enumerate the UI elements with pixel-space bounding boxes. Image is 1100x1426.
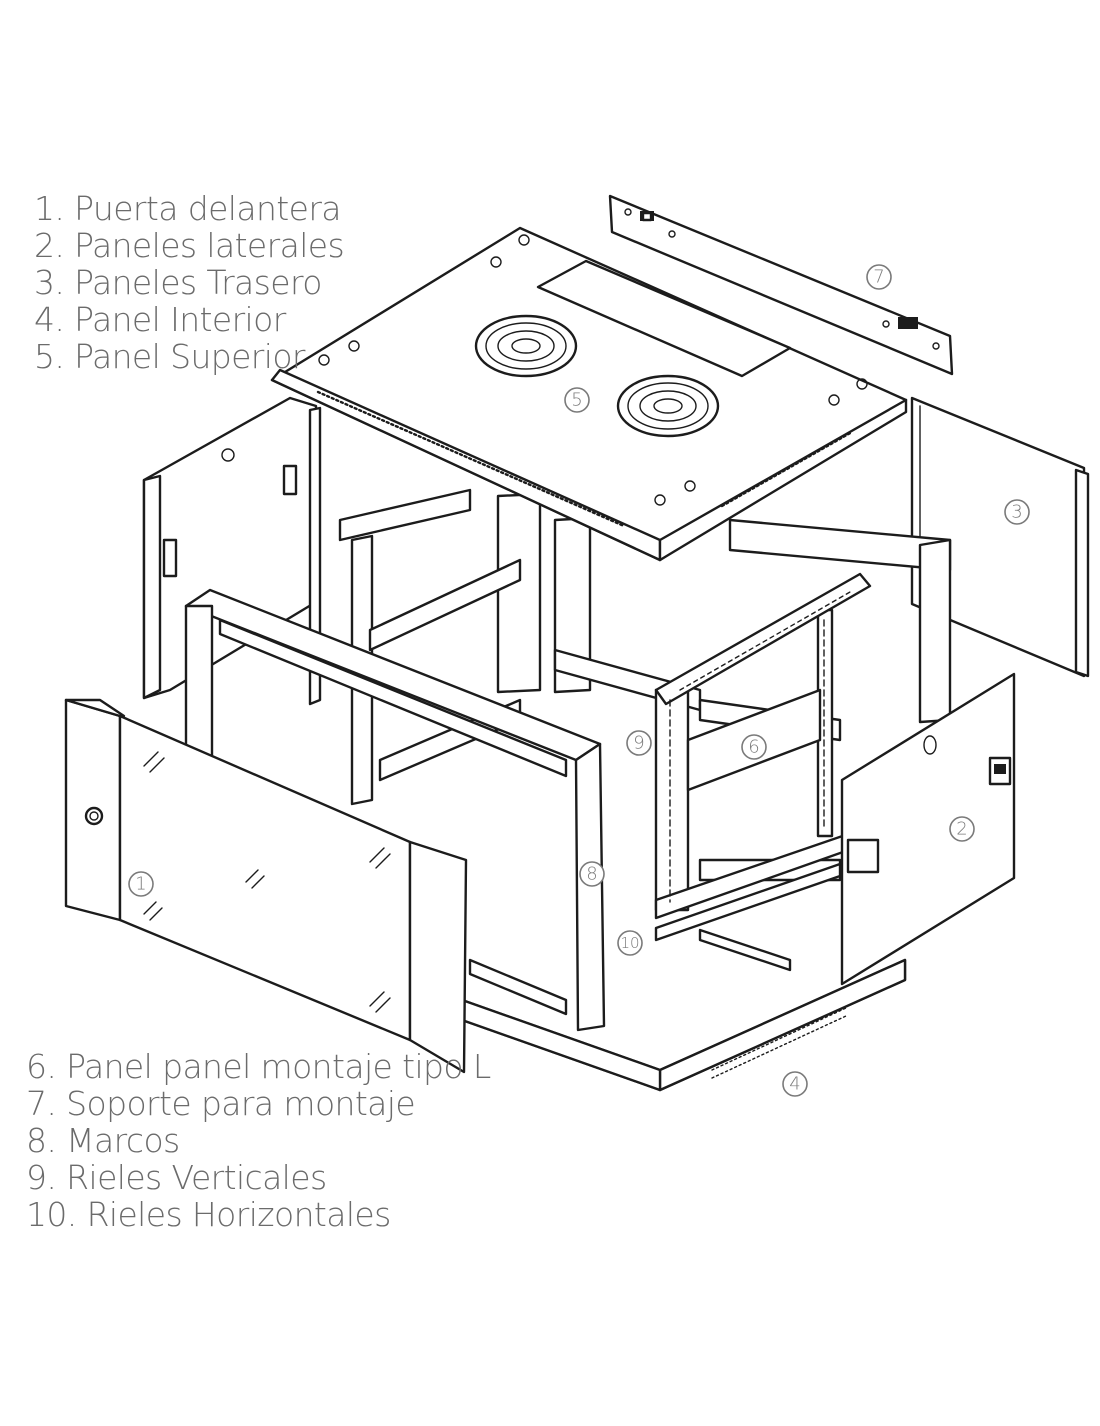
top-panel-screws <box>318 234 868 506</box>
legend-item-3: 3. Paneles Trasero <box>34 263 322 302</box>
legend-item-9: 9. Rieles Verticales <box>26 1158 327 1197</box>
callout-6: 6 <box>741 734 767 760</box>
glass-reflection-marks <box>143 751 391 1013</box>
interior-panel <box>460 928 907 1092</box>
callout-4: 4 <box>782 1071 808 1097</box>
rails-assembly <box>654 572 872 942</box>
callout-10: 10 <box>617 930 643 956</box>
legend-item-7: 7. Soporte para montaje <box>26 1084 416 1123</box>
callout-8: 8 <box>579 861 605 887</box>
svg-text:4: 4 <box>789 1074 800 1095</box>
legend-top: 1. Puerta delantera 2. Paneles laterales… <box>34 189 345 376</box>
rear-panel <box>910 396 1090 678</box>
legend-item-10: 10. Rieles Horizontales <box>26 1195 391 1234</box>
svg-text:2: 2 <box>956 819 967 840</box>
svg-text:1: 1 <box>135 874 146 895</box>
top-panel <box>270 226 908 562</box>
top-vent-slots <box>316 390 854 528</box>
legend-bottom: 6. Panel panel montaje tipo L 7. Soporte… <box>26 1048 491 1233</box>
right-side-panel <box>840 672 1016 986</box>
legend-item-5: 5. Panel Superior <box>34 337 306 376</box>
legend-item-4: 4. Panel Interior <box>34 300 286 339</box>
legend-item-2: 2. Paneles laterales <box>34 226 345 265</box>
fan-1 <box>474 314 578 378</box>
callout-7: 7 <box>866 264 892 290</box>
callout-9: 9 <box>626 730 652 756</box>
svg-text:10: 10 <box>620 934 639 952</box>
front-door <box>64 698 468 1074</box>
svg-text:9: 9 <box>633 733 644 754</box>
callout-2: 2 <box>949 816 975 842</box>
svg-text:6: 6 <box>748 737 759 758</box>
svg-text:3: 3 <box>1011 502 1022 523</box>
callout-3: 3 <box>1004 499 1030 525</box>
front-frame <box>184 588 606 1032</box>
callout-5: 5 <box>564 387 590 413</box>
legend-item-8: 8. Marcos <box>26 1121 180 1160</box>
svg-text:8: 8 <box>586 864 597 885</box>
callout-1: 1 <box>128 871 154 897</box>
legend-item-1: 1. Puerta delantera <box>34 189 342 228</box>
fan-2 <box>616 374 720 438</box>
legend-item-6: 6. Panel panel montaje tipo L <box>26 1047 491 1086</box>
bottom-vent-slots <box>711 1007 847 1079</box>
svg-text:5: 5 <box>571 390 582 411</box>
mounting-bracket <box>608 194 954 376</box>
svg-text:7: 7 <box>873 267 884 288</box>
